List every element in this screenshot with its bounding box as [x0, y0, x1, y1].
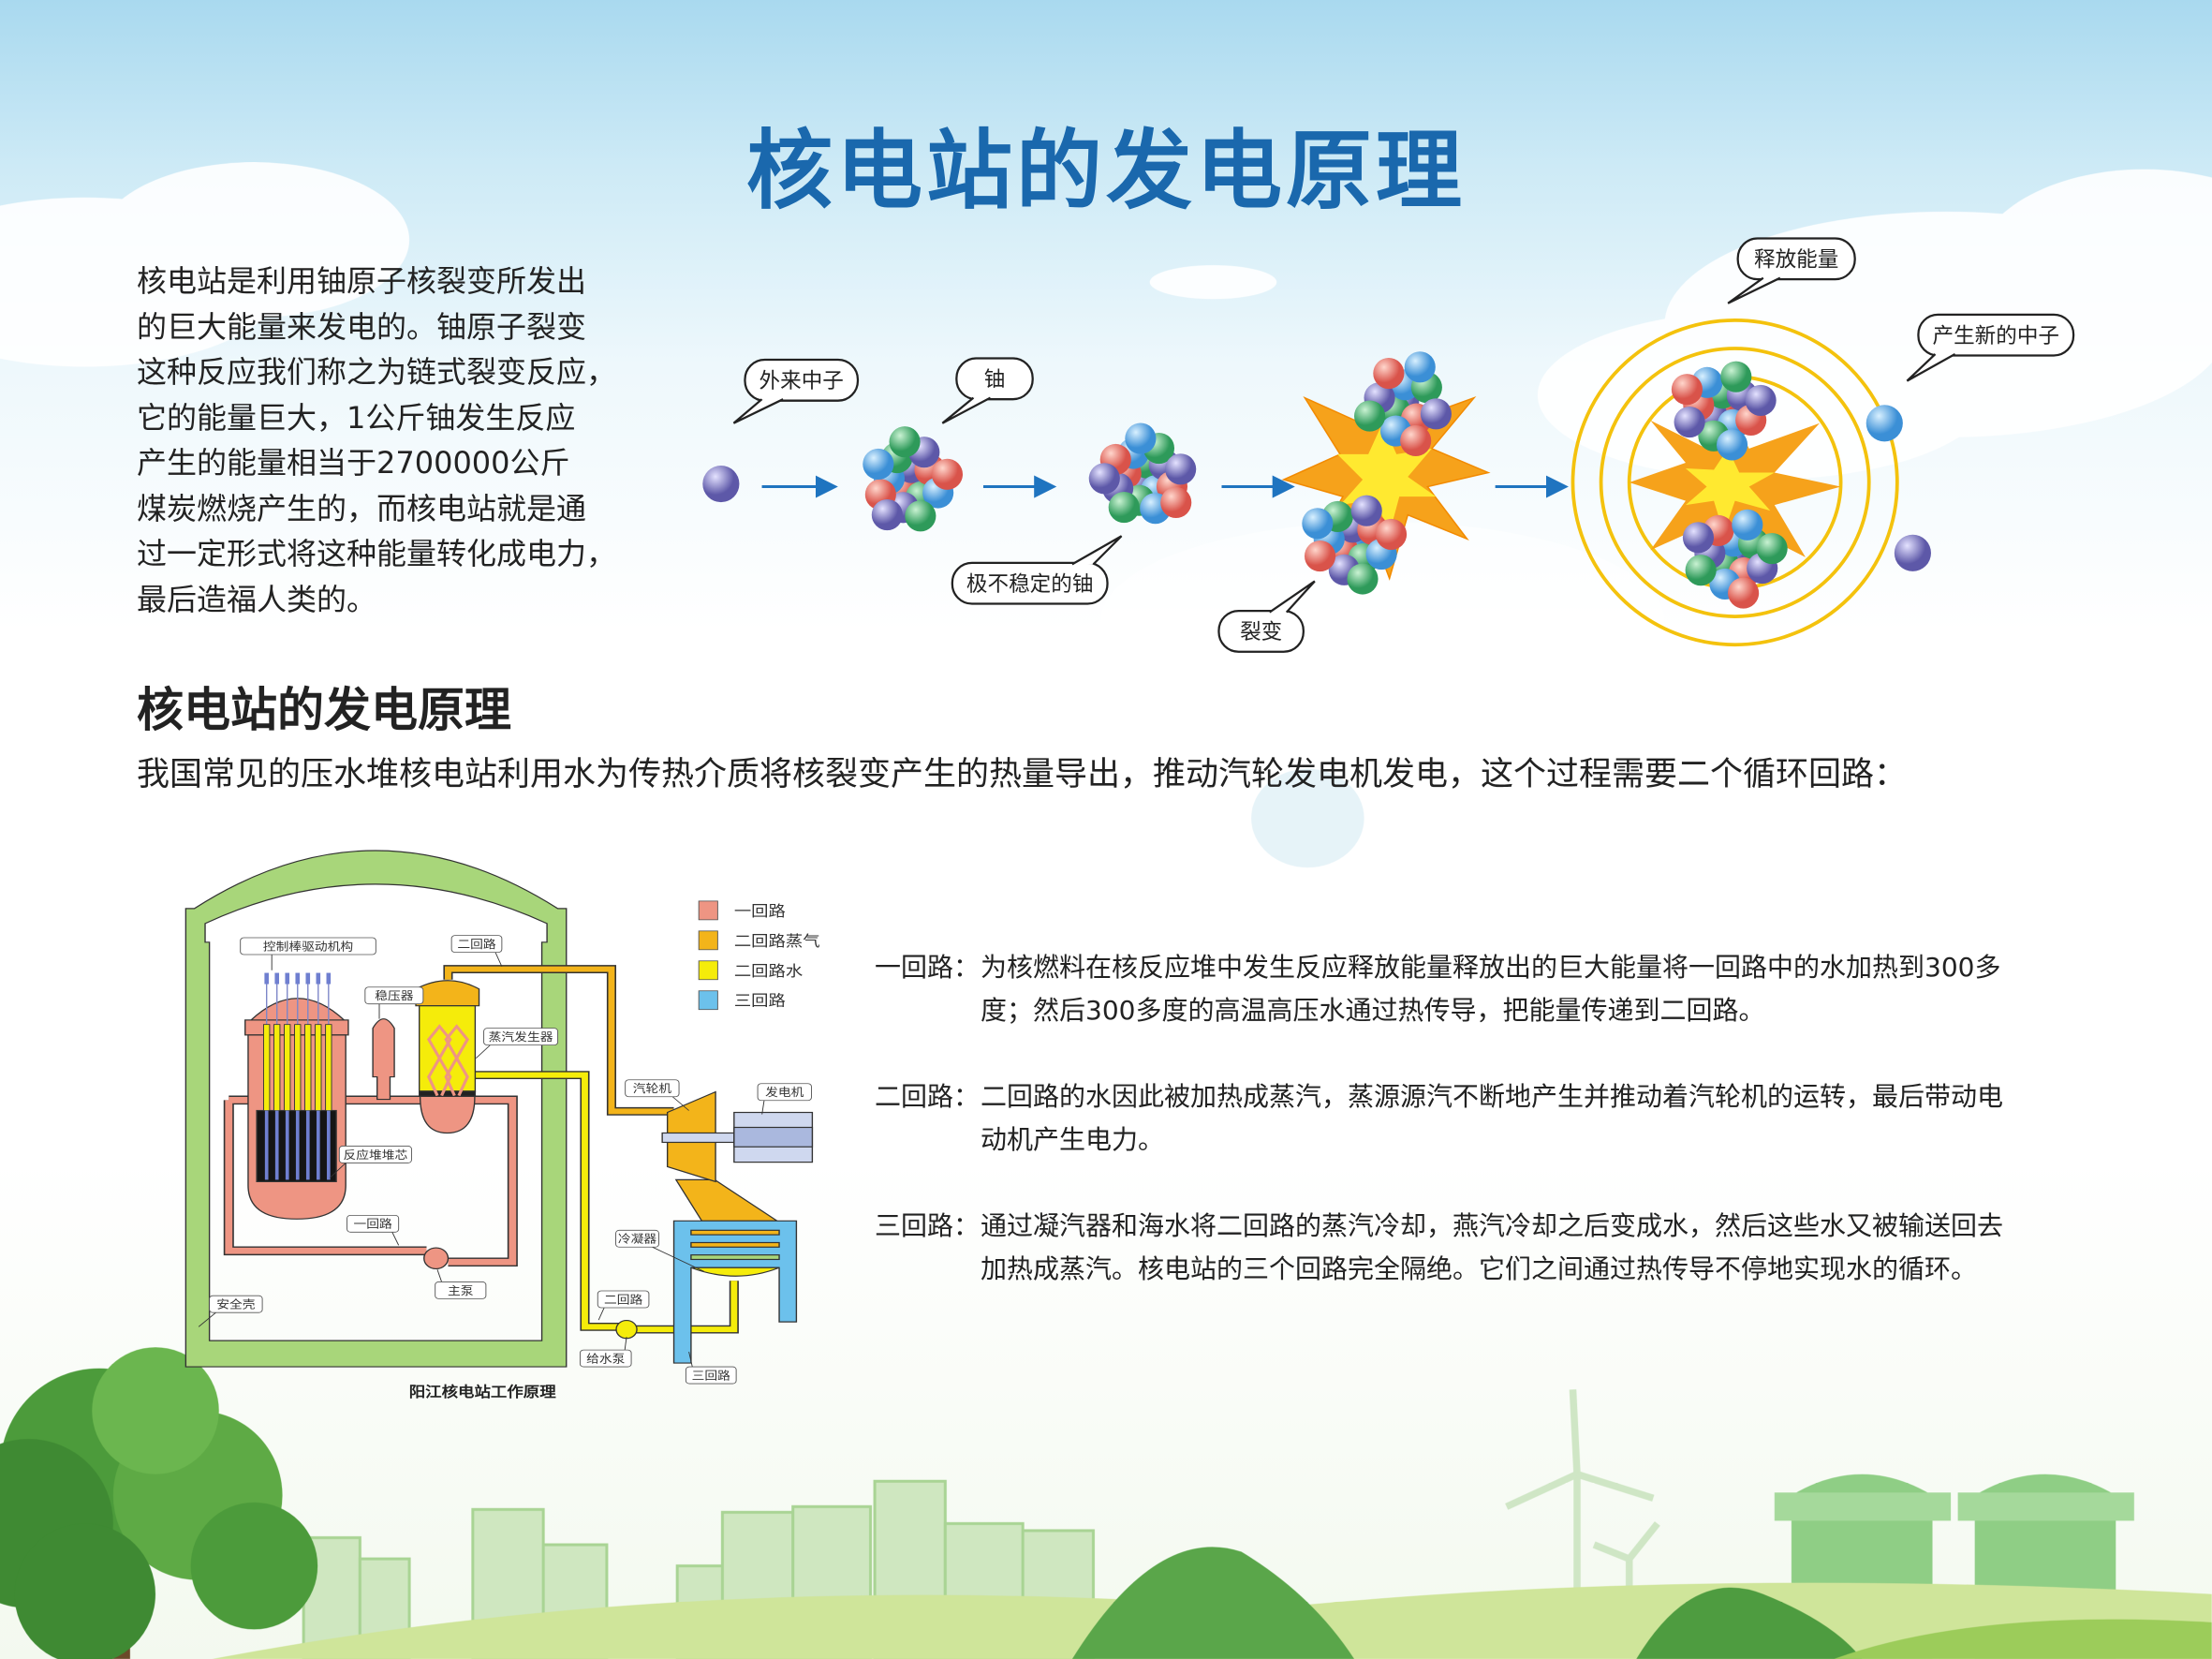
legend-label: 一回路	[734, 903, 786, 921]
legend-item: 二回路蒸气	[698, 930, 820, 951]
page-title: 核电站的发电原理	[745, 121, 1466, 221]
secondary-steam-pipe	[443, 965, 739, 1334]
intro-line: 产生的能量相当于2700000公斤	[137, 445, 570, 481]
condenser-exhaust	[674, 1178, 779, 1222]
label-text: 二回路	[457, 938, 495, 952]
intro-line: 核电站是利用铀原子核裂变所发出	[137, 263, 587, 299]
legend-swatch	[698, 990, 718, 1011]
label-control-rod: 控制棒驱动机构	[240, 937, 376, 970]
label-turbine: 汽轮机	[625, 1079, 689, 1111]
steam-generator-icon	[415, 980, 480, 1134]
fuel-rod	[284, 1024, 291, 1111]
pressurizer-icon	[372, 1018, 395, 1101]
label-tertiary: 三回路	[685, 1352, 737, 1385]
fuel-rod	[304, 1024, 312, 1111]
intro-line: 它的能量巨大，1公斤铀发生反应	[137, 399, 576, 436]
tree-icon	[0, 1347, 318, 1659]
circuit-secondary: 二回路： 二回路的水因此被加热成蒸汽，蒸源源汽不断地产生并推动着汽轮机的运转，最…	[875, 1075, 2073, 1162]
circuit-primary: 一回路： 为核燃料在核反应堆中发生反应释放能量释放出的巨大能量将一回路中的水加热…	[875, 946, 2073, 1032]
label-secondary-bottom: 二回路	[597, 1290, 650, 1321]
intro-line: 过一定形式将这种能量转化成电力，	[137, 536, 617, 571]
label-containment: 安全壳	[198, 1295, 263, 1327]
legend-label: 二回路蒸气	[734, 933, 820, 951]
circuit-label: 三回路：	[875, 1210, 981, 1241]
intro-line: 这种反应我们称之为链式裂变反应，	[137, 354, 617, 390]
section-subtext: 我国常见的压水堆核电站利用水为传热介质将核裂变产生的热量导出，推动汽轮发电机发电…	[137, 756, 1908, 793]
label-text: 安全壳	[216, 1297, 255, 1311]
label-text: 一回路	[353, 1218, 391, 1232]
label-text: 蒸汽发生器	[489, 1030, 553, 1044]
label-primary: 一回路	[347, 1214, 400, 1246]
label-text: 稳压器	[375, 989, 413, 1003]
legend-swatch	[698, 930, 718, 951]
diagram-caption: 阳江核电站工作原理	[409, 1384, 557, 1400]
fuel-rod	[315, 1024, 322, 1111]
fuel-rod	[294, 1024, 302, 1111]
label-condenser: 冷凝器	[615, 1229, 704, 1272]
label-feed-pump: 给水泵	[579, 1337, 632, 1368]
hills	[212, 1547, 2212, 1659]
legend-label: 三回路	[734, 993, 786, 1011]
label-text: 汽轮机	[633, 1083, 671, 1096]
section-heading: 核电站的发电原理	[137, 683, 511, 737]
label-text: 冷凝器	[618, 1233, 656, 1247]
fuel-rod	[273, 1024, 281, 1111]
label-text: 二回路	[604, 1293, 642, 1307]
circuit-text: 动机产生电力。	[981, 1124, 1165, 1155]
label-steam-generator: 蒸汽发生器	[475, 1028, 559, 1059]
shaft	[661, 1132, 736, 1144]
label-main-pump: 主泵	[435, 1269, 487, 1299]
condenser-icon	[672, 1220, 798, 1364]
label-core: 反应堆堆芯	[329, 1146, 412, 1178]
legend-swatch	[698, 960, 718, 981]
circuit-label: 一回路：	[875, 952, 981, 983]
intro-line: 煤炭燃烧产生的，而核电站就是通	[137, 490, 587, 526]
label-text: 反应堆堆芯	[343, 1148, 407, 1163]
legend-item: 三回路	[698, 990, 786, 1011]
circuit-text: 二回路的水因此被加热成蒸汽，蒸源源汽不断地产生并推动着汽轮机的运转，最后带动电	[981, 1081, 2004, 1112]
label-text: 三回路	[692, 1369, 730, 1383]
circuit-text: 度；然后300多度的高温高压水通过热传导，把能量传递到二回路。	[981, 995, 1765, 1026]
circuit-tertiary: 三回路： 通过凝汽器和海水将二回路的蒸汽冷却，燕汽冷却之后变成水，然后这些水又被…	[875, 1205, 2073, 1291]
label-generator: 发电机	[757, 1083, 812, 1115]
legend-label: 二回路水	[734, 963, 803, 981]
circuit-text: 加热成蒸汽。核电站的三个回路完全隔绝。它们之间通过热传导不停地实现水的循环。	[981, 1253, 1978, 1284]
primary-loop-pipe	[223, 1095, 518, 1267]
fuel-rod	[263, 1024, 271, 1111]
label-text: 给水泵	[586, 1353, 625, 1366]
reactor-diagram: 一回路二回路蒸气二回路水三回路 控制棒驱动机构二回路稳压器蒸汽发生器汽轮机发电机…	[184, 850, 820, 1400]
label-pressurizer: 稳压器	[364, 986, 424, 1019]
label-text: 主泵	[448, 1285, 474, 1298]
label-text: 控制棒驱动机构	[263, 941, 353, 954]
balloon-icon	[1251, 768, 1364, 868]
feed-pump-icon	[615, 1319, 638, 1340]
legend-item: 二回路水	[698, 960, 803, 981]
legend-swatch	[698, 900, 718, 921]
circuit-text: 为核燃料在核反应堆中发生反应释放能量释放出的巨大能量将一回路中的水加热到300多	[981, 952, 2001, 983]
legend-item: 一回路	[698, 900, 786, 921]
containment-shell	[184, 850, 568, 1368]
circuit-descriptions: 一回路： 为核燃料在核反应堆中发生反应释放能量释放出的巨大能量将一回路中的水加热…	[875, 946, 2073, 1334]
label-secondary-top: 二回路	[450, 935, 503, 967]
intro-line: 的巨大能量来发电的。铀原子裂变	[137, 308, 587, 345]
fuel-rod	[325, 1024, 332, 1111]
circuit-text: 通过凝汽器和海水将二回路的蒸汽冷却，燕汽冷却之后变成水，然后这些水又被输送回去	[981, 1210, 2004, 1241]
main-pump-icon	[423, 1247, 450, 1270]
label-text: 发电机	[765, 1086, 804, 1100]
intro-line: 最后造福人类的。	[137, 581, 377, 617]
intro-paragraph: 核电站是利用铀原子核裂变所发出 的巨大能量来发电的。铀原子裂变 这种反应我们称之…	[137, 259, 671, 622]
circuit-label: 二回路：	[875, 1081, 981, 1112]
